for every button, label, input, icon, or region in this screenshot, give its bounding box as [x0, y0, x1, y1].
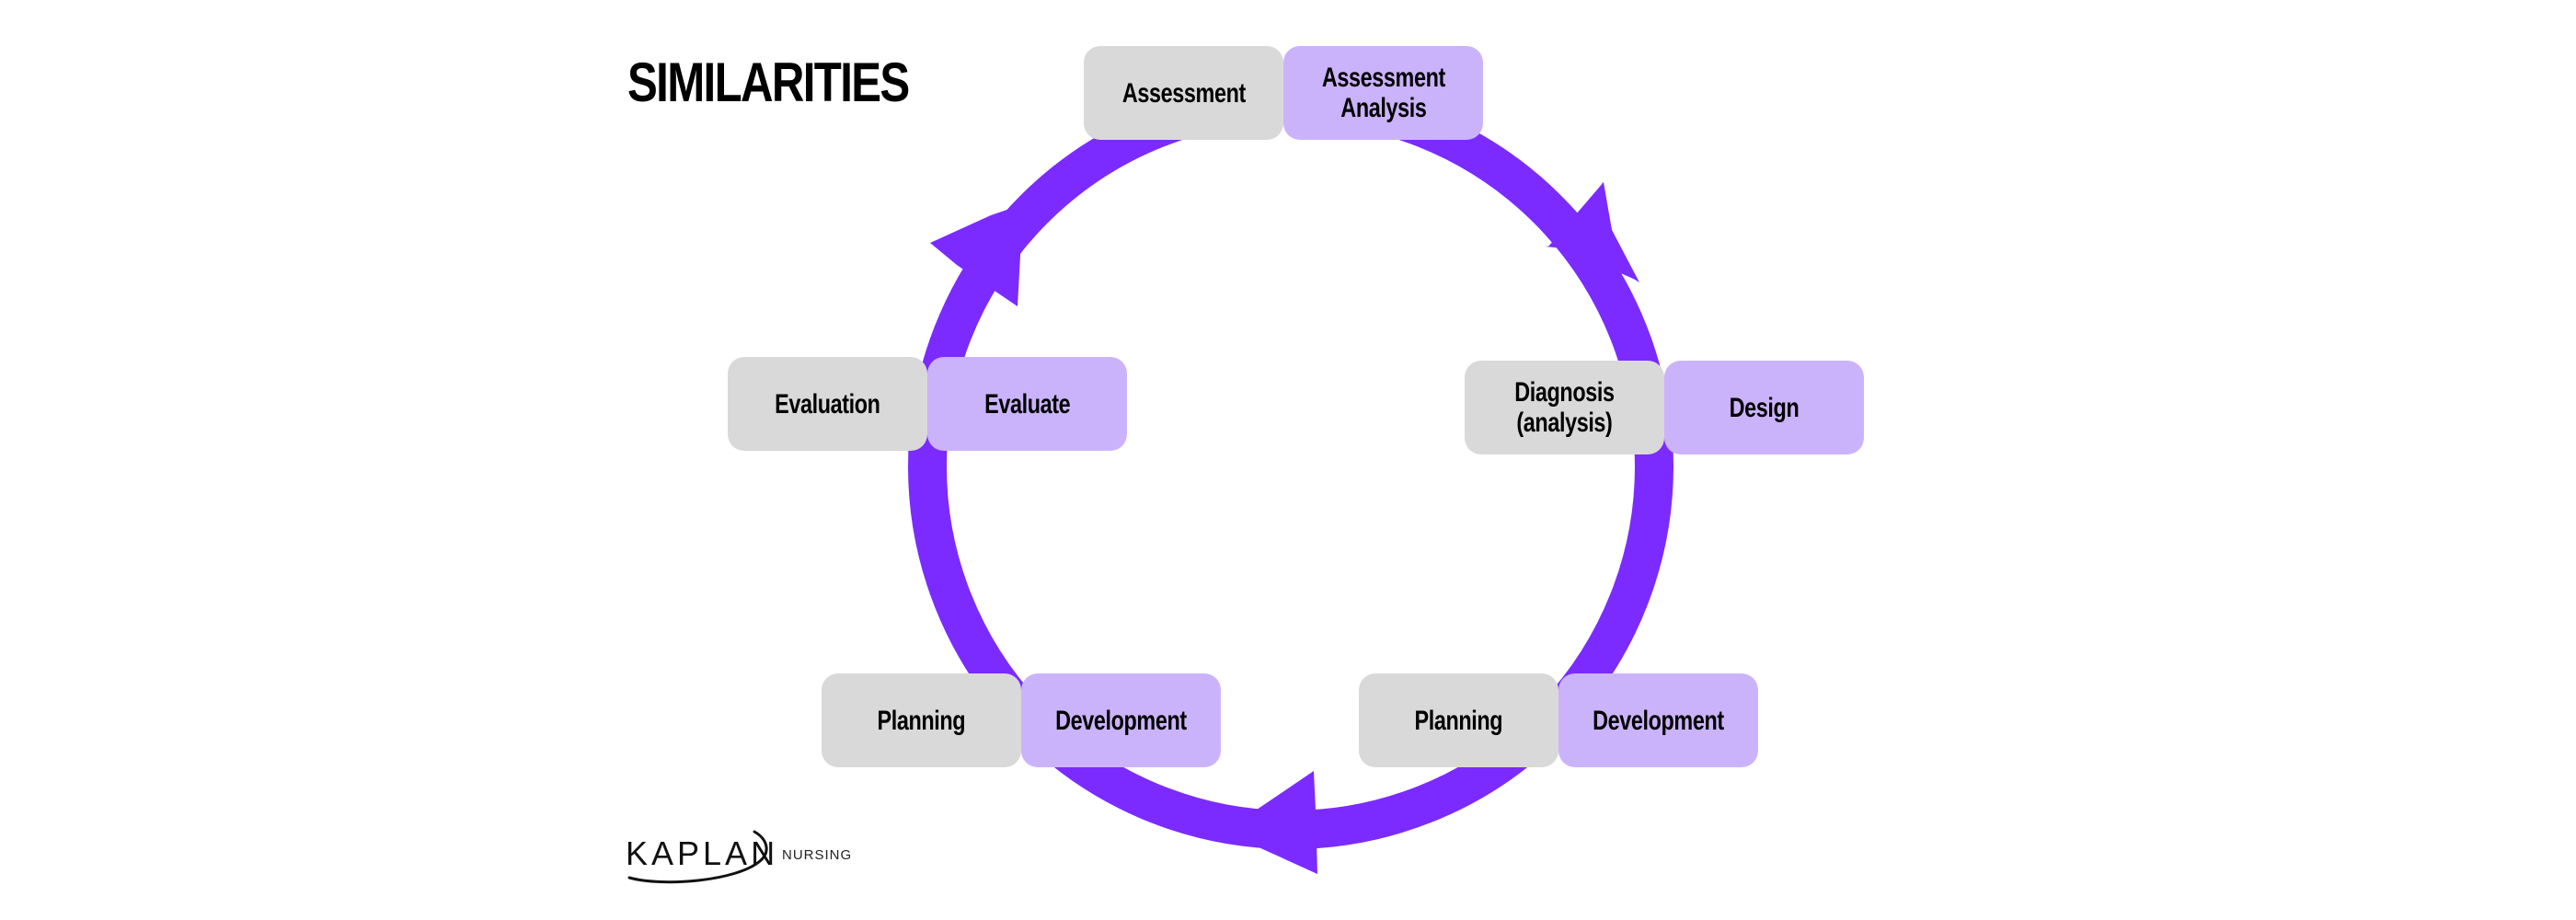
stage-label: Planning: [877, 705, 966, 736]
logo-subtitle: NURSING: [782, 847, 853, 863]
logo-swoosh-icon: [627, 830, 768, 884]
stage-bottom-right-design-box: Development: [1558, 673, 1758, 767]
stage-right-nursing-box: Diagnosis (analysis): [1465, 361, 1664, 454]
stage-bottom-right-nursing-box: Planning: [1359, 673, 1558, 767]
stage-label: Planning: [1414, 705, 1503, 736]
logo-brand: KAPLAN: [626, 834, 779, 872]
stage-label: Design: [1729, 392, 1800, 423]
stage-top-nursing-box: Assessment: [1084, 46, 1283, 140]
stage-label: Assessment: [1121, 77, 1246, 109]
stage-bottom-left-nursing-box: Planning: [822, 673, 1021, 767]
stage-label: Development: [1593, 705, 1724, 736]
stage-left-nursing-box: Evaluation: [728, 357, 927, 451]
stage-left-design-box: Evaluate: [927, 357, 1127, 451]
slide-title: SIMILARITIES: [627, 52, 910, 113]
stage-label: Evaluate: [983, 388, 1071, 420]
stage-label: Assessment Analysis: [1321, 63, 1445, 123]
stage-label: Evaluation: [775, 388, 880, 420]
kaplan-nursing-logo: KAPLAN NURSING: [626, 828, 865, 892]
arrowhead-top-left-icon: [930, 204, 1023, 306]
stage-bottom-left-design-box: Development: [1021, 673, 1221, 767]
arrowhead-top-right-icon-body: [1546, 182, 1638, 281]
stage-top-design-box: Assessment Analysis: [1283, 46, 1483, 140]
stage-label: Development: [1055, 705, 1187, 736]
stage-label: Diagnosis (analysis): [1514, 377, 1615, 438]
arrowhead-bottom-icon: [1257, 771, 1317, 874]
stage-right-design-box: Design: [1664, 361, 1864, 454]
